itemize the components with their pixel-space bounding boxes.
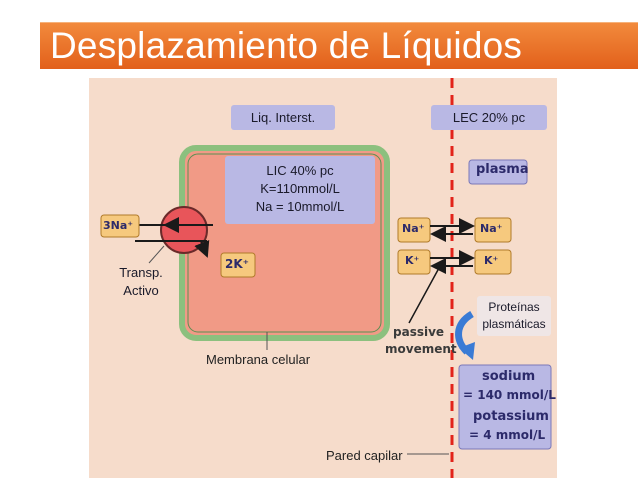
title-bar: Desplazamiento de Líquidos xyxy=(40,22,638,69)
membrana-label: Membrana celular xyxy=(203,350,314,369)
na3-label: 3Na⁺ xyxy=(103,219,134,232)
plasma-box xyxy=(468,159,528,185)
sodium-value: = 140 mmol/L xyxy=(463,388,556,402)
passive-pointer xyxy=(408,267,440,324)
k-right-label: K⁺ xyxy=(484,254,499,267)
plasma-label: plasma xyxy=(476,162,529,177)
proteinas-line-2: plasmáticas xyxy=(482,317,546,331)
sodium-label: sodium xyxy=(482,369,536,384)
lic-callout: LIC 40% pc K=110mmol/L Na = 10mmol/L xyxy=(225,156,375,224)
k-in-arrow xyxy=(194,240,210,258)
lic-line-3: Na = 10mmol/L xyxy=(255,199,345,214)
protein-arrowhead-icon xyxy=(459,342,475,360)
transp-activo-callout: Transp. Activo xyxy=(107,264,175,300)
potassium-label: potassium xyxy=(473,409,549,424)
pared-label: Pared capilar xyxy=(323,446,406,465)
lic-line-2: K=110mmol/L xyxy=(260,181,340,196)
na-right-label: Na⁺ xyxy=(480,222,503,235)
liq-interst-callout: Liq. Interst. xyxy=(231,105,335,130)
k-right-box xyxy=(474,249,512,275)
na-left-label: Na⁺ xyxy=(402,222,425,235)
passive-label: passive xyxy=(393,325,445,339)
lic-line-1: LIC 40% pc xyxy=(266,163,334,178)
k2-box xyxy=(220,252,256,278)
pump-leader xyxy=(148,245,165,264)
movement-label: movement xyxy=(385,342,457,356)
na3-box xyxy=(100,214,140,238)
slide-title: Desplazamiento de Líquidos xyxy=(50,25,523,66)
lec-callout: LEC 20% pc xyxy=(431,105,547,130)
fluid-diagram: plasma 3Na⁺ 2K⁺ Na⁺ Na⁺ K⁺ K⁺ passive mo… xyxy=(89,78,557,478)
na-k-pump xyxy=(160,206,208,254)
k-left-label: K⁺ xyxy=(405,254,420,267)
transp-line-1: Transp. xyxy=(119,265,163,280)
proteinas-line-1: Proteínas xyxy=(488,300,540,314)
plasma-concentration-box xyxy=(458,364,552,450)
diagram-canvas xyxy=(89,78,557,478)
na-right-box xyxy=(474,217,512,243)
potassium-value: = 4 mmol/L xyxy=(469,428,546,442)
proteinas-callout: Proteínas plasmáticas xyxy=(477,296,551,336)
k2-label: 2K⁺ xyxy=(225,257,249,271)
transp-line-2: Activo xyxy=(123,283,159,298)
